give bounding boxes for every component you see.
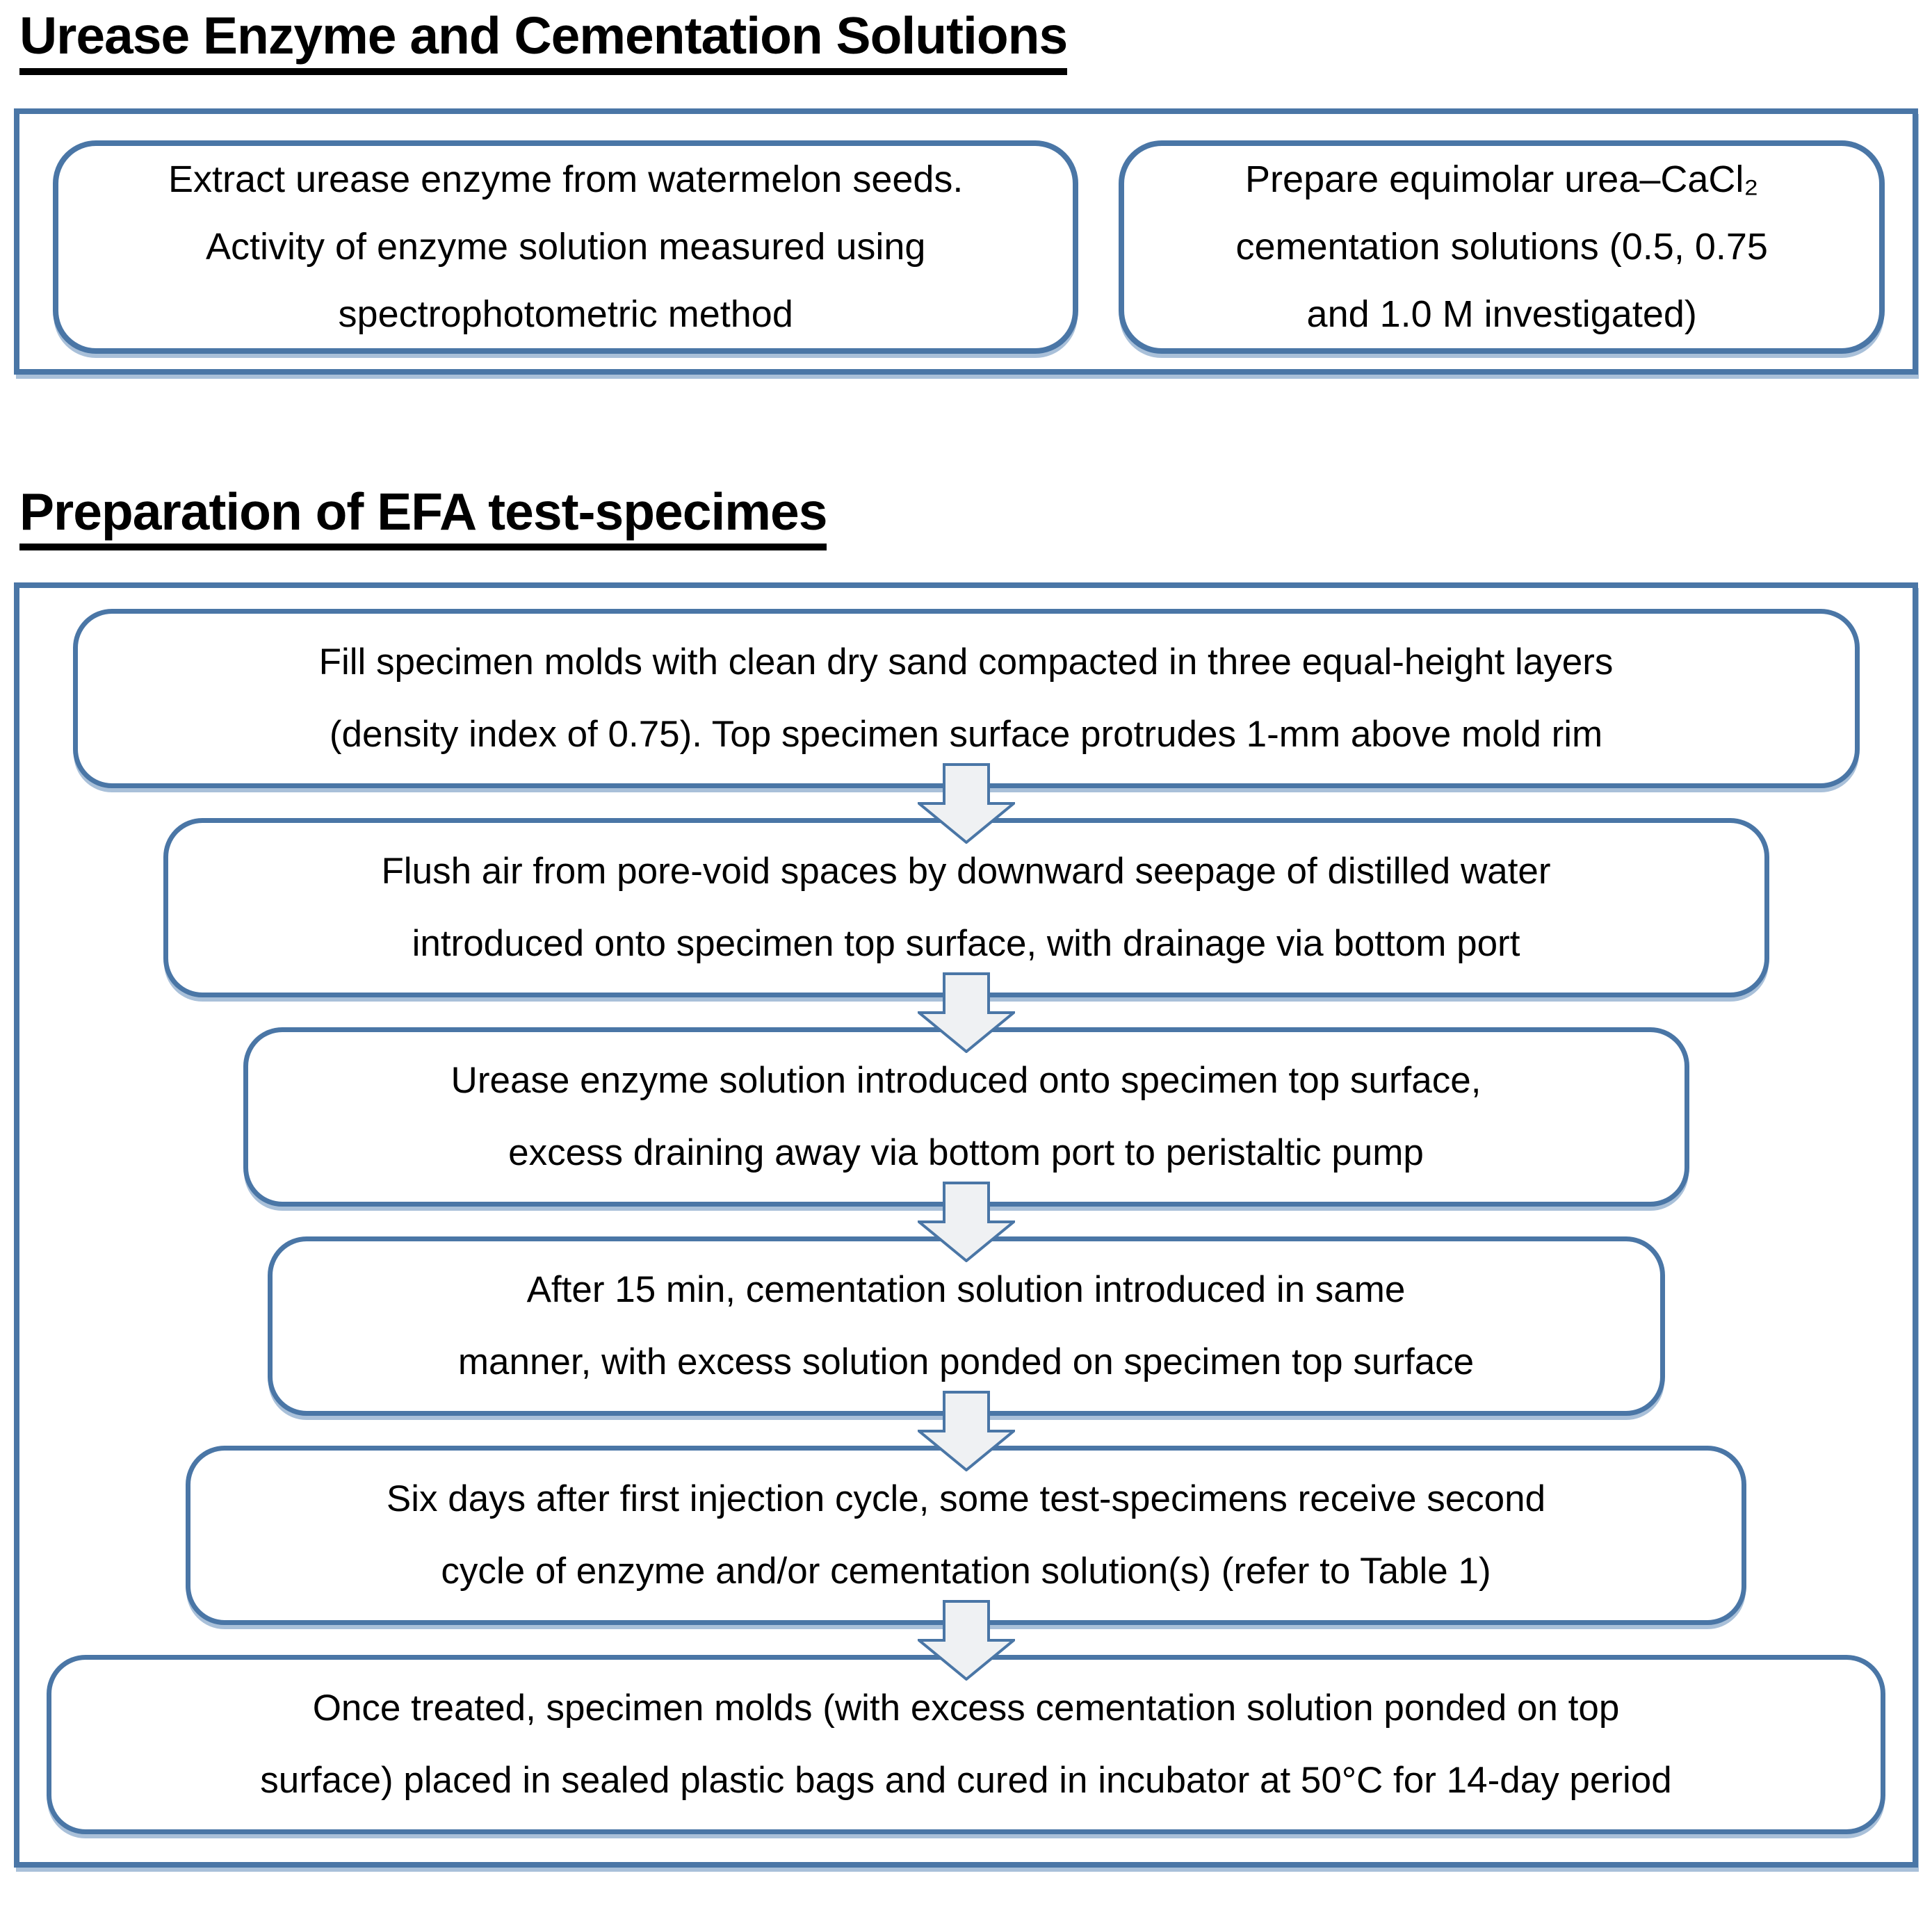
step-text-line: excess draining away via bottom port to … (508, 1132, 1424, 1173)
enzyme-extraction-box: Extract urease enzyme from watermelon se… (53, 140, 1079, 354)
box-text-line: cementation solutions (0.5, 0.75 (1235, 225, 1768, 268)
step-text-line: (density index of 0.75). Top specimen su… (329, 714, 1603, 755)
step-text-line: Urease enzyme solution introduced onto s… (450, 1060, 1482, 1101)
step-cementation-solution-introduced: After 15 min, cementation solution intro… (267, 1236, 1665, 1416)
box-text-line: Prepare equimolar urea–CaCl₂ (1245, 158, 1759, 200)
down-arrow-icon (917, 1182, 1015, 1262)
section2-title: Preparation of EFA test-specimes (19, 482, 827, 550)
section2-container: Fill specimen molds with clean dry sand … (14, 582, 1918, 1868)
step-text-line: Once treated, specimen molds (with exces… (312, 1688, 1620, 1729)
step-text-line: Flush air from pore-void spaces by downw… (381, 851, 1551, 892)
box-text-line: and 1.0 M investigated) (1306, 293, 1697, 335)
box-text-line: Extract urease enzyme from watermelon se… (168, 158, 964, 200)
box-text-line: Activity of enzyme solution measured usi… (205, 225, 926, 268)
cementation-solutions-box: Prepare equimolar urea–CaCl₂ cementation… (1119, 140, 1885, 354)
step-text-line: surface) placed in sealed plastic bags a… (260, 1760, 1672, 1801)
step-text-line: After 15 min, cementation solution intro… (526, 1269, 1406, 1310)
section1-container: Extract urease enzyme from watermelon se… (14, 108, 1918, 375)
down-arrow-icon (917, 1391, 1015, 1471)
step-text-line: cycle of enzyme and/or cementation solut… (441, 1551, 1491, 1592)
step-text-line: Fill specimen molds with clean dry sand … (318, 642, 1614, 683)
step-flush-air: Flush air from pore-void spaces by downw… (163, 818, 1769, 997)
step-text-line: introduced onto specimen top surface, wi… (412, 923, 1520, 964)
flowchart-page: Urease Enzyme and Cementation Solutions … (14, 7, 1918, 1868)
step-curing: Once treated, specimen molds (with exces… (47, 1655, 1885, 1834)
section1-title: Urease Enzyme and Cementation Solutions (19, 7, 1068, 75)
step-text-line: Six days after first injection cycle, so… (386, 1478, 1546, 1519)
step-urease-enzyme-introduced: Urease enzyme solution introduced onto s… (243, 1027, 1689, 1207)
step-second-cycle: Six days after first injection cycle, so… (186, 1446, 1746, 1625)
step-fill-specimen-molds: Fill specimen molds with clean dry sand … (72, 609, 1860, 788)
step-text-line: manner, with excess solution ponded on s… (457, 1341, 1475, 1382)
box-text-line: spectrophotometric method (338, 293, 793, 335)
down-arrow-icon (917, 972, 1015, 1053)
down-arrow-icon (917, 763, 1015, 844)
down-arrow-icon (917, 1600, 1015, 1681)
